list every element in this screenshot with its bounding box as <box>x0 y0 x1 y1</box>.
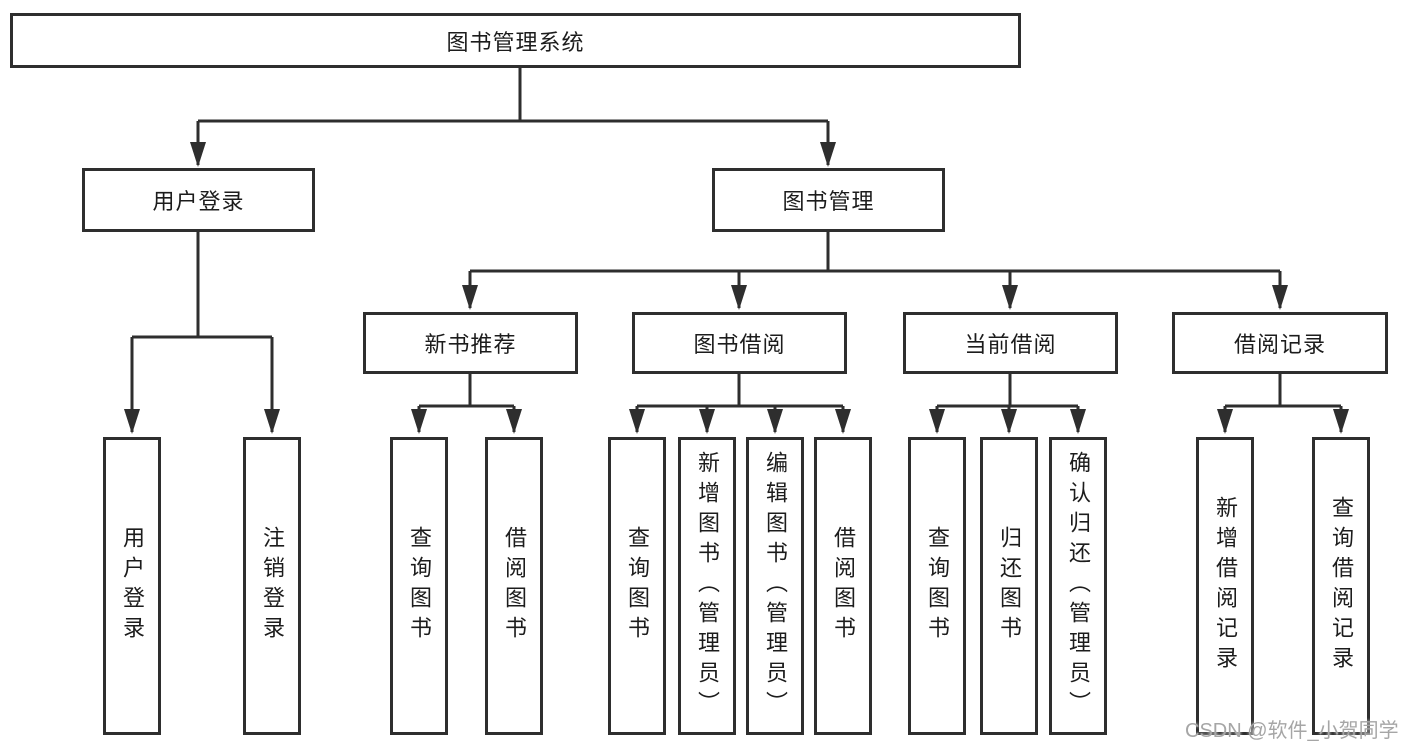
leaf-user-login: 用户登录 <box>103 437 161 735</box>
leaf-borrow-add-book-admin: 新增图书（管理员） <box>678 437 736 735</box>
leaf-borrow-query-book: 查询图书 <box>608 437 666 735</box>
leaf-logout: 注销登录 <box>243 437 301 735</box>
leaf-records-add-record: 新增借阅记录 <box>1196 437 1254 735</box>
leaf-newbook-query-book: 查询图书 <box>390 437 448 735</box>
node-book-borrow: 图书借阅 <box>632 312 847 374</box>
leaf-borrow-edit-book-admin: 编辑图书（管理员） <box>746 437 804 735</box>
leaf-current-query-book: 查询图书 <box>908 437 966 735</box>
leaf-records-query-record: 查询借阅记录 <box>1312 437 1370 735</box>
csdn-watermark: CSDN @软件_小贺同学 <box>1185 720 1399 742</box>
leaf-current-return-book: 归还图书 <box>980 437 1038 735</box>
node-book-management: 图书管理 <box>712 168 945 232</box>
leaf-borrow-borrow-book: 借阅图书 <box>814 437 872 735</box>
node-new-book-recommend: 新书推荐 <box>363 312 578 374</box>
node-user-login: 用户登录 <box>82 168 315 232</box>
node-root: 图书管理系统 <box>10 13 1021 68</box>
leaf-newbook-borrow-book: 借阅图书 <box>485 437 543 735</box>
leaf-current-confirm-return-admin: 确认归还（管理员） <box>1049 437 1107 735</box>
node-borrow-records: 借阅记录 <box>1172 312 1388 374</box>
node-current-borrow: 当前借阅 <box>903 312 1118 374</box>
